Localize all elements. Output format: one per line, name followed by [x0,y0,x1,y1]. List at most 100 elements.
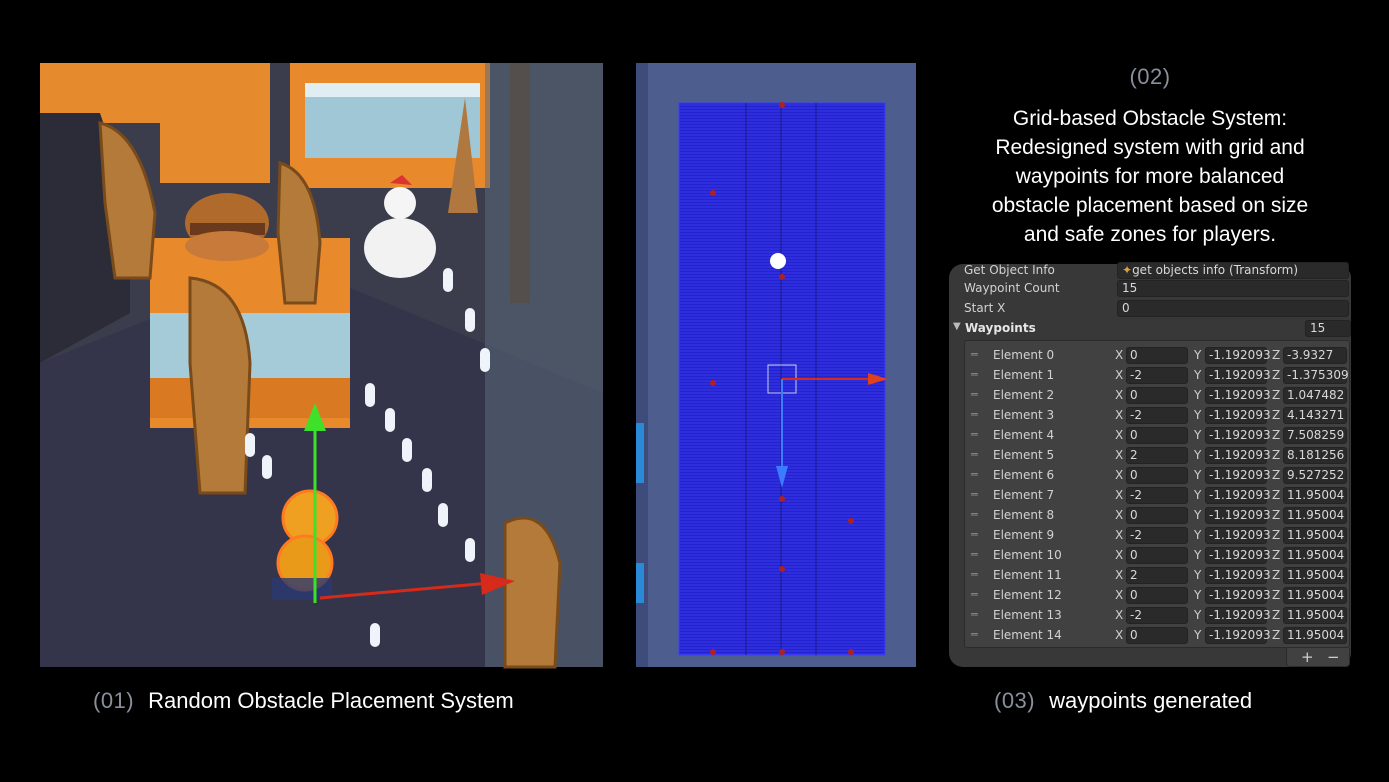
foldout-triangle-icon[interactable]: ▼ [953,321,961,332]
waypoint-count-input[interactable]: 15 [1117,280,1349,297]
x-input[interactable]: -2 [1126,527,1188,544]
x-input[interactable]: -2 [1126,607,1188,624]
z-input[interactable]: 11.95004 [1283,587,1347,604]
z-axis-label: Z [1272,548,1281,562]
drag-handle-icon[interactable]: ═ [971,448,978,461]
sun-icon [770,253,786,269]
y-axis-label: Y [1194,488,1202,502]
drag-handle-icon[interactable]: ═ [971,568,978,581]
y-input[interactable]: -1.192093 [1205,407,1271,424]
z-input[interactable]: 11.95004 [1283,567,1347,584]
drag-handle-icon[interactable]: ═ [971,488,978,501]
x-input[interactable]: 0 [1126,347,1188,364]
x-input[interactable]: 2 [1126,447,1188,464]
x-input[interactable]: -2 [1126,407,1188,424]
drag-handle-icon[interactable]: ═ [971,588,978,601]
y-input[interactable]: -1.192093 [1205,627,1271,644]
z-input[interactable]: 8.181256 [1283,447,1347,464]
drag-handle-icon[interactable]: ═ [971,508,978,521]
x-input[interactable]: 0 [1126,467,1188,484]
x-input[interactable]: 2 [1126,567,1188,584]
waypoints-size-input[interactable]: 15 [1305,320,1351,337]
z-input[interactable]: 11.95004 [1283,527,1347,544]
x-input[interactable]: 0 [1126,547,1188,564]
z-input[interactable]: -3.9327 [1283,347,1347,364]
drag-handle-icon[interactable]: ═ [971,528,978,541]
x-input[interactable]: -2 [1126,487,1188,504]
x-input[interactable]: 0 [1126,507,1188,524]
y-input[interactable]: -1.192093 [1205,547,1271,564]
y-input[interactable]: -1.192093 [1205,487,1271,504]
drag-handle-icon[interactable]: ═ [971,368,978,381]
z-input[interactable]: 11.95004 [1283,627,1347,644]
x-input[interactable]: 0 [1126,387,1188,404]
z-axis-label: Z [1272,568,1281,582]
z-input[interactable]: 11.95004 [1283,487,1347,504]
x-axis-label: X [1115,528,1124,542]
drag-handle-icon[interactable]: ═ [971,388,978,401]
x-axis-label: X [1115,368,1124,382]
y-input[interactable]: -1.192093 [1205,607,1271,624]
y-input[interactable]: -1.192093 [1205,567,1271,584]
y-input[interactable]: -1.192093 [1205,427,1271,444]
z-input[interactable]: 11.95004 [1283,607,1347,624]
z-input[interactable]: 7.508259 [1283,427,1347,444]
y-input[interactable]: -1.192093 [1205,387,1271,404]
z-input[interactable]: 9.527252 [1283,467,1347,484]
get-object-info-field[interactable]: ✦get objects info (Transform) [1117,262,1349,279]
start-x-input[interactable]: 0 [1117,300,1349,317]
x-input[interactable]: 0 [1126,427,1188,444]
waypoints-header-row[interactable]: ▼ Waypoints 15 [949,318,1351,338]
x-axis-label: X [1115,608,1124,622]
y-input[interactable]: -1.192093 [1205,447,1271,464]
y-input[interactable]: -1.192093 [1205,347,1271,364]
drag-handle-icon[interactable]: ═ [971,548,978,561]
z-input[interactable]: 4.143271 [1283,407,1347,424]
drag-handle-icon[interactable]: ═ [971,608,978,621]
x-input[interactable]: 0 [1126,627,1188,644]
element-name: Element 11 [993,568,1062,582]
y-input[interactable]: -1.192093 [1205,527,1271,544]
description-line: Redesigned system with grid and [995,136,1305,159]
drag-handle-icon[interactable]: ═ [971,628,978,641]
z-input[interactable]: 1.047482 [1283,387,1347,404]
drag-handle-icon[interactable]: ═ [971,428,978,441]
add-element-button[interactable]: + [1301,648,1314,666]
z-input[interactable]: 11.95004 [1283,547,1347,564]
drag-handle-icon[interactable]: ═ [971,408,978,421]
caption-text-01: Random Obstacle Placement System [148,688,514,713]
y-input[interactable]: -1.192093 [1205,367,1271,384]
x-input[interactable]: -2 [1126,367,1188,384]
caption-number-02: (02) [1129,64,1171,89]
remove-element-button[interactable]: − [1327,648,1340,666]
x-input[interactable]: 0 [1126,587,1188,604]
y-input[interactable]: -1.192093 [1205,467,1271,484]
drag-handle-icon[interactable]: ═ [971,348,978,361]
z-input[interactable]: 11.95004 [1283,507,1347,524]
start-x-label: Start X [964,301,1006,315]
x-axis-label: X [1115,428,1124,442]
grid-system-description: Grid-based Obstacle System: Redesigned s… [950,104,1350,249]
waypoint-count-label: Waypoint Count [964,281,1060,295]
drag-handle-icon[interactable]: ═ [971,468,978,481]
z-input[interactable]: -1.375309 [1283,367,1349,384]
y-input[interactable]: -1.192093 [1205,587,1271,604]
y-input[interactable]: -1.192093 [1205,507,1271,524]
y-axis-label: Y [1194,508,1202,522]
element-name: Element 8 [993,508,1055,522]
